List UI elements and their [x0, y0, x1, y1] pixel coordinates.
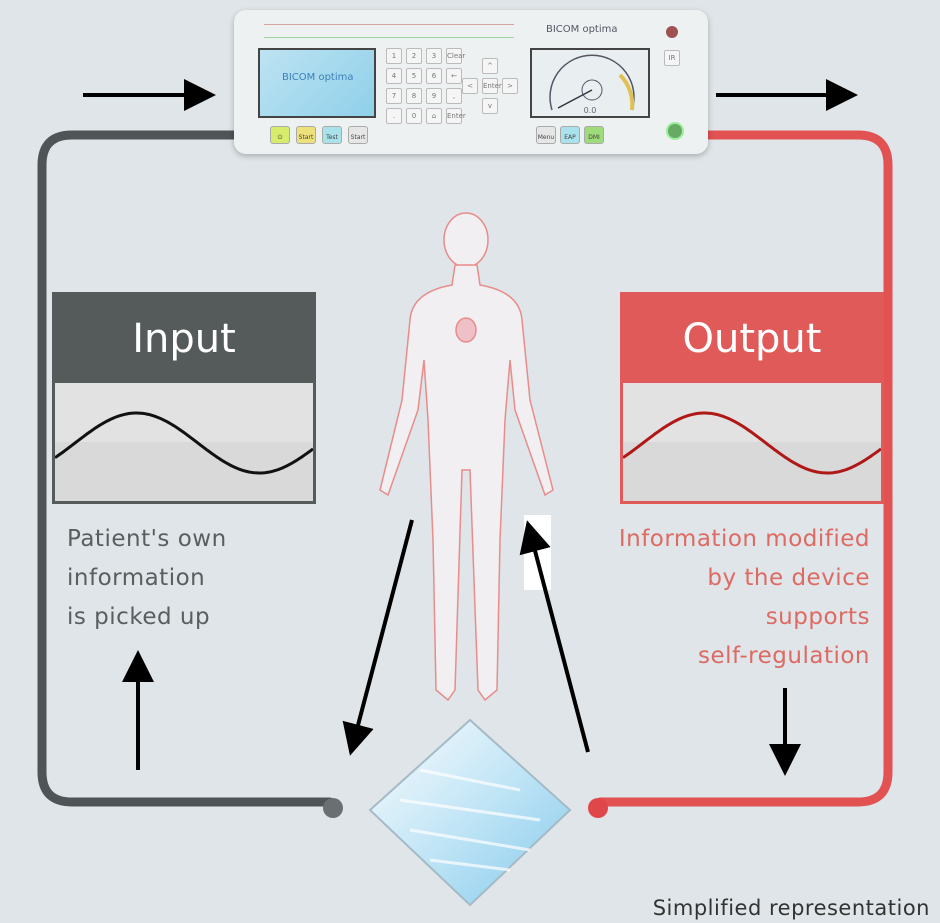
- screen-logo: BICOM optima: [282, 72, 354, 83]
- key-9[interactable]: 9: [426, 88, 442, 104]
- input-electrode: [323, 798, 343, 818]
- key-4[interactable]: 4: [386, 68, 402, 84]
- input-desc-line: is picked up: [67, 604, 211, 630]
- key-0[interactable]: 0: [406, 108, 422, 124]
- bicom-device: BICOM optima BICOM optima 1 2 3 Clear 4 …: [234, 10, 708, 154]
- start-button-yellow[interactable]: Start: [296, 126, 316, 144]
- input-tube: [37, 130, 335, 807]
- key-enter[interactable]: Enter: [446, 108, 466, 124]
- menu-button[interactable]: Menu: [536, 126, 556, 144]
- input-desc-line: information: [67, 565, 206, 591]
- start-button-gray[interactable]: Start: [348, 126, 368, 144]
- human-body-figure: [379, 212, 554, 702]
- frequency-scale: [264, 24, 514, 38]
- arrow-body-to-crystal: [342, 519, 414, 756]
- input-panel: Input: [52, 292, 316, 504]
- key-1[interactable]: 1: [386, 48, 402, 64]
- output-description: Information modified by the device suppo…: [619, 520, 870, 676]
- key-dot[interactable]: .: [386, 108, 402, 124]
- nav-up[interactable]: ^: [482, 58, 498, 74]
- device-screen: BICOM optima: [258, 48, 376, 118]
- indicator-light: [666, 26, 678, 38]
- device-brand: BICOM optima: [546, 24, 618, 35]
- gauge-value: 0.0: [583, 106, 597, 115]
- footnote: Simplified representation: [652, 896, 930, 920]
- key-2[interactable]: 2: [406, 48, 422, 64]
- output-electrode: [588, 798, 608, 818]
- test-button[interactable]: Test: [322, 126, 342, 144]
- dmi-button[interactable]: DMI: [584, 126, 604, 144]
- key-back[interactable]: ←: [446, 68, 462, 84]
- output-wave: [622, 383, 882, 501]
- key-8[interactable]: 8: [406, 88, 422, 104]
- key-5[interactable]: 5: [406, 68, 422, 84]
- gauge-icon: [549, 54, 635, 111]
- output-desc-line: by the device: [707, 565, 870, 591]
- output-socket: [666, 122, 684, 140]
- key-home[interactable]: ⌂: [426, 108, 442, 124]
- input-title: Input: [55, 295, 313, 383]
- input-wave: [54, 383, 314, 501]
- input-desc-line: Patient's own: [67, 526, 227, 552]
- nav-right[interactable]: >: [502, 78, 518, 94]
- key-3[interactable]: 3: [426, 48, 442, 64]
- output-desc-line: Information modified: [618, 526, 870, 552]
- output-desc-line: self-regulation: [698, 643, 870, 669]
- power-button[interactable]: ⏻: [270, 126, 290, 144]
- key-6[interactable]: 6: [426, 68, 442, 84]
- crystal-icon: [368, 718, 572, 907]
- key-clear[interactable]: Clear: [446, 48, 465, 64]
- output-panel: Output: [620, 292, 884, 504]
- key-7[interactable]: 7: [386, 88, 402, 104]
- nav-down[interactable]: v: [482, 98, 498, 114]
- nav-enter[interactable]: Enter: [482, 78, 502, 94]
- input-description: Patient's own information is picked up: [67, 520, 227, 637]
- ir-button[interactable]: IR: [664, 50, 680, 66]
- output-desc-line: supports: [765, 604, 870, 630]
- nav-left[interactable]: <: [462, 78, 478, 94]
- output-title: Output: [623, 295, 881, 383]
- key-comma[interactable]: ,: [446, 88, 462, 104]
- output-tube: [595, 130, 893, 807]
- eap-button[interactable]: EAP: [560, 126, 580, 144]
- gauge-screen: 0.0: [530, 48, 650, 118]
- arrow-crystal-to-body: [519, 520, 590, 753]
